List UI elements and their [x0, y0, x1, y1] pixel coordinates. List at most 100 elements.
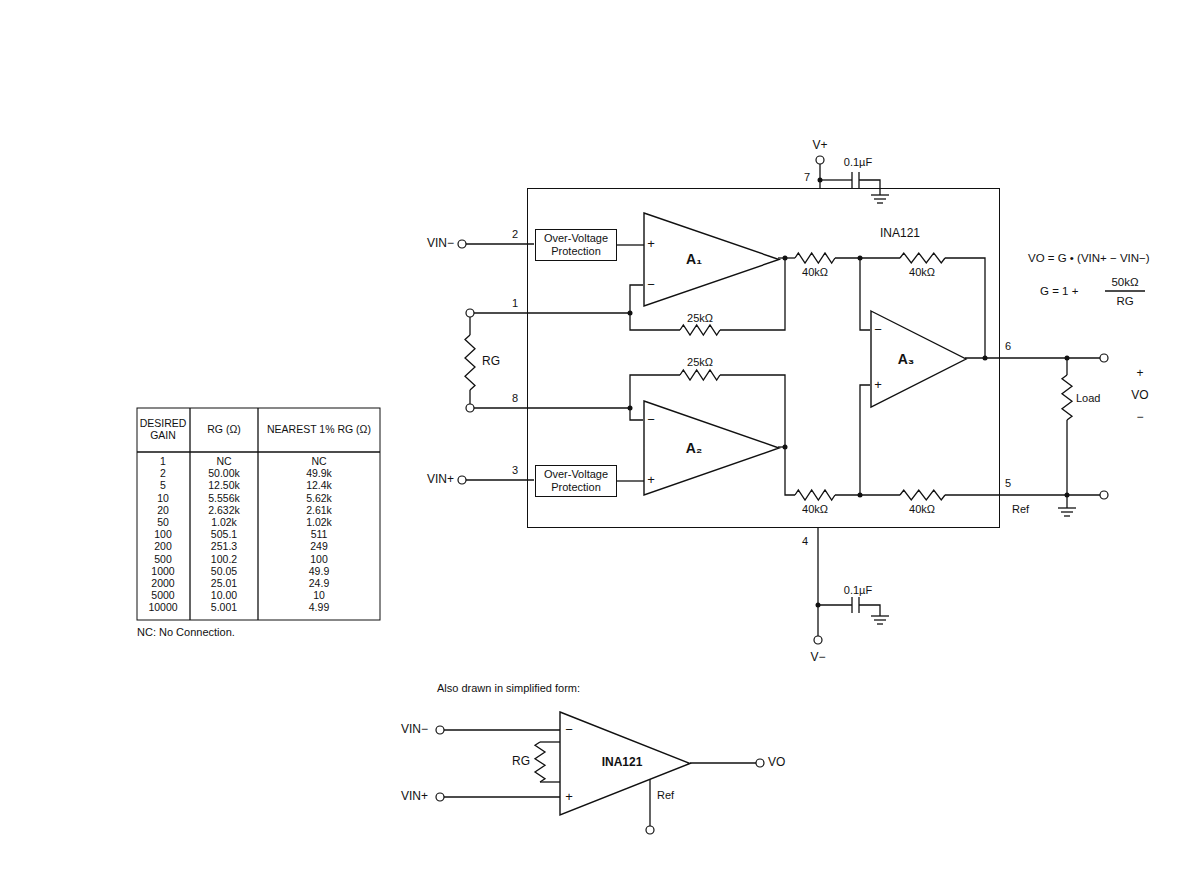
note-text: NC: No Connection. [137, 626, 235, 638]
table-cell: 10.00 [211, 590, 237, 602]
table-cell: 10000 [148, 603, 177, 615]
table-cell: 100.2 [211, 554, 237, 566]
resistor-name: RG [512, 755, 530, 768]
ground-symbol [874, 619, 886, 620]
table-cell: 20 [157, 505, 169, 517]
table-cell: 50.05 [211, 566, 237, 578]
terminal [466, 404, 474, 412]
resistor-symbol [795, 253, 835, 263]
table-cell: 1.02k [211, 517, 237, 529]
ic-outline: INA121Over-Voltage ProtectionA₁A₃A₂Over-… [527, 188, 1000, 528]
table-cell: 500 [154, 554, 172, 566]
triangle-outline [644, 401, 779, 495]
table-cell: 505.1 [211, 529, 237, 541]
terminal [1100, 354, 1108, 362]
resistor-symbol [1062, 375, 1072, 420]
pin-number: 5 [1005, 477, 1011, 489]
table-cell: 24.9 [309, 578, 329, 590]
terminal [436, 726, 444, 734]
table-cell: 5 [160, 481, 166, 493]
terminal [814, 636, 822, 644]
ground-symbol [1058, 507, 1076, 508]
terminal [458, 240, 466, 248]
node-text: INA121 [880, 227, 920, 241]
connector [617, 244, 644, 245]
pin-number: 6 [1005, 340, 1011, 352]
wire [1066, 358, 1067, 375]
wire [817, 528, 818, 636]
resistor-value: 40kΩ [802, 266, 828, 278]
capacitor-value: 0.1µF [844, 584, 872, 596]
table-cell: 1 [160, 456, 166, 468]
wire [444, 729, 560, 730]
signal-name: VO [1131, 389, 1148, 402]
wire [474, 407, 630, 408]
gain-equation: G = 1 + [1040, 285, 1078, 298]
pin-number: 4 [802, 535, 808, 547]
triangle-shape [644, 213, 779, 306]
table-header: DESIRED GAIN [138, 418, 188, 441]
capacitor-symbol [851, 172, 852, 188]
table-cell: 2.632k [208, 505, 240, 517]
table-header: RG (Ω) [192, 424, 256, 436]
table-cell: 249 [310, 542, 328, 554]
table-cell: 511 [311, 529, 328, 541]
terminal [646, 826, 654, 834]
gain-equation: VO = G • (VIN+ − VIN−) [1028, 252, 1150, 265]
pin-name: Ref [657, 789, 674, 801]
resistor-symbol [535, 742, 545, 782]
wire [444, 796, 560, 797]
wire [859, 605, 880, 616]
resistor-value: 40kΩ [802, 503, 828, 515]
capacitor-value: 0.1µF [844, 156, 872, 168]
node-text: Over-Voltage Protection [539, 468, 613, 493]
wire [860, 258, 870, 330]
resistor-symbol [465, 335, 475, 390]
table-cell: 5000 [151, 590, 174, 602]
supply-label: V− [810, 651, 825, 664]
wire [466, 243, 534, 244]
table-cell: 5.556k [208, 493, 240, 505]
junction-dot [783, 256, 788, 261]
node-text: A₂ [686, 440, 702, 456]
ground-symbol [877, 623, 883, 624]
wire [690, 762, 756, 763]
wire [469, 317, 470, 335]
table-cell: NC [311, 456, 326, 468]
table-cell: 10 [313, 590, 325, 602]
wire [945, 494, 1100, 495]
opamp-symbol: A₃ [871, 311, 966, 407]
junction-dot [983, 356, 988, 361]
table-cell: 50 [157, 517, 169, 529]
input-sign: − [565, 723, 573, 737]
resistor-name: RG [482, 355, 500, 368]
gain-equation: 50kΩ [1111, 276, 1138, 289]
table-cell: 1.02k [306, 517, 332, 529]
table-cell: 100 [154, 529, 172, 541]
triangle-outline [644, 213, 779, 306]
table-cell: 2 [160, 468, 166, 480]
table-cell: 10 [157, 493, 169, 505]
polarity-sign: − [1136, 411, 1143, 424]
ground-symbol [877, 202, 883, 203]
ground-symbol [1064, 515, 1070, 516]
table-cell: 50.00k [208, 468, 240, 480]
terminal [756, 759, 764, 767]
wire [820, 179, 852, 180]
table-cell: 12.50k [208, 481, 240, 493]
pin-number: 8 [512, 392, 518, 404]
triangle-shape [560, 712, 690, 815]
resistor-value: 25kΩ [687, 312, 713, 324]
table-rule [189, 408, 190, 620]
triangle-shape [871, 311, 966, 407]
terminal [1100, 491, 1108, 499]
node-text: A₃ [898, 351, 915, 367]
fraction-bar [1105, 290, 1145, 291]
wire [860, 385, 870, 495]
table-cell: 5.62k [306, 493, 332, 505]
terminal [458, 476, 466, 484]
pin-number: 7 [804, 171, 810, 183]
pin-number: 2 [512, 228, 518, 240]
wire [835, 494, 900, 495]
signal-name: VIN+ [427, 473, 454, 486]
